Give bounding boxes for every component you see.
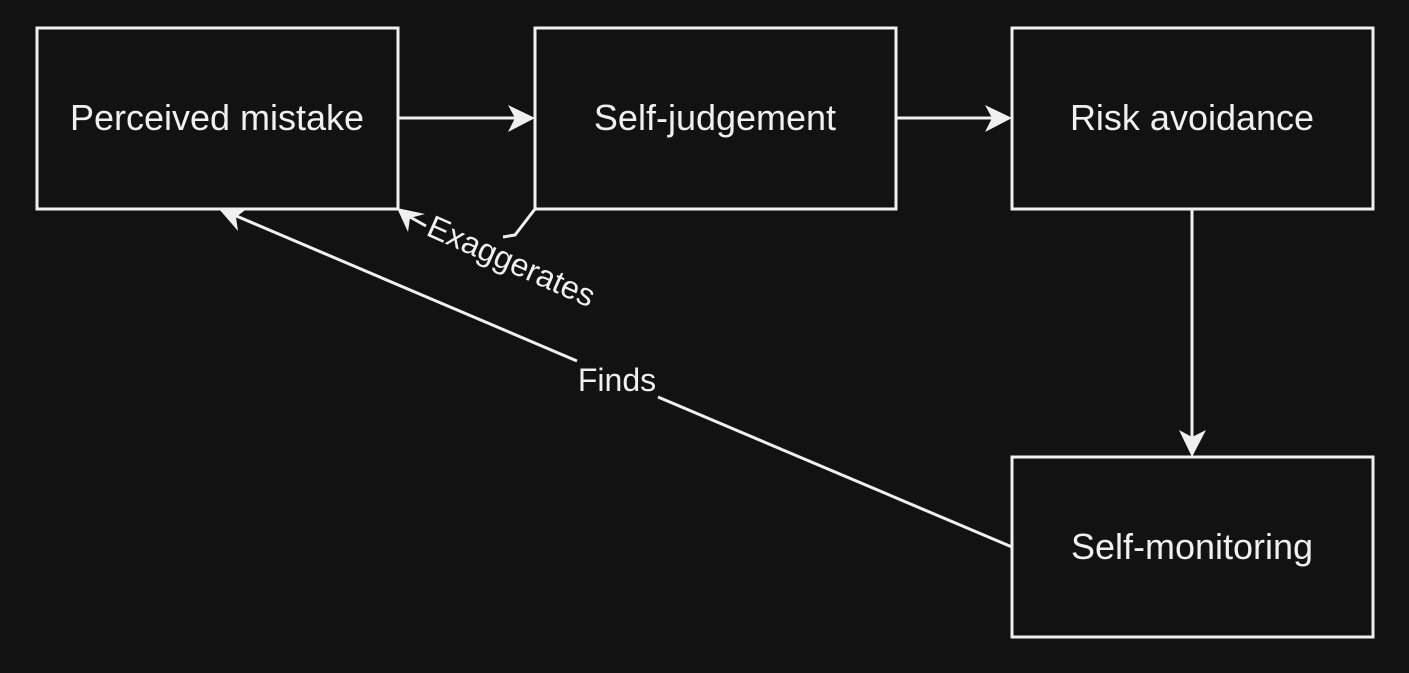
- node-box: [533, 26, 898, 211]
- arrowhead-icon: [985, 105, 1012, 132]
- edge-label-finds: Finds: [578, 362, 656, 398]
- node-label: Self-monitoring: [1071, 526, 1313, 567]
- node-label: Self-judgement: [594, 97, 836, 138]
- edge-line: [409, 215, 427, 228]
- edge-risk-to-monitoring[interactable]: [1179, 209, 1206, 457]
- edge-line: [657, 395, 1013, 549]
- arrowhead-icon: [219, 208, 248, 231]
- edge-line: [233, 213, 578, 363]
- node-risk-avoidance[interactable]: Risk avoidance: [1010, 26, 1375, 211]
- edge-judgement-to-risk[interactable]: [896, 105, 1012, 132]
- node-self-judgement[interactable]: Self-judgement: [533, 26, 898, 211]
- edge-perceived-to-judgement[interactable]: [398, 105, 535, 132]
- edge-label-exaggerates: Exaggerates: [422, 208, 601, 314]
- node-label: Perceived mistake: [70, 97, 364, 138]
- edge-monitoring-to-perceived[interactable]: Finds: [219, 208, 1013, 549]
- arrowhead-icon: [1179, 430, 1206, 457]
- node-self-monitoring[interactable]: Self-monitoring: [1010, 455, 1375, 639]
- edge-line: [502, 208, 537, 239]
- node-box: [1010, 455, 1375, 639]
- node-box: [1010, 26, 1375, 211]
- arrowhead-icon: [508, 105, 535, 132]
- node-perceived-mistake[interactable]: Perceived mistake: [35, 26, 400, 211]
- node-box: [35, 26, 400, 211]
- arrowhead-icon: [397, 208, 425, 232]
- node-label: Risk avoidance: [1070, 97, 1314, 138]
